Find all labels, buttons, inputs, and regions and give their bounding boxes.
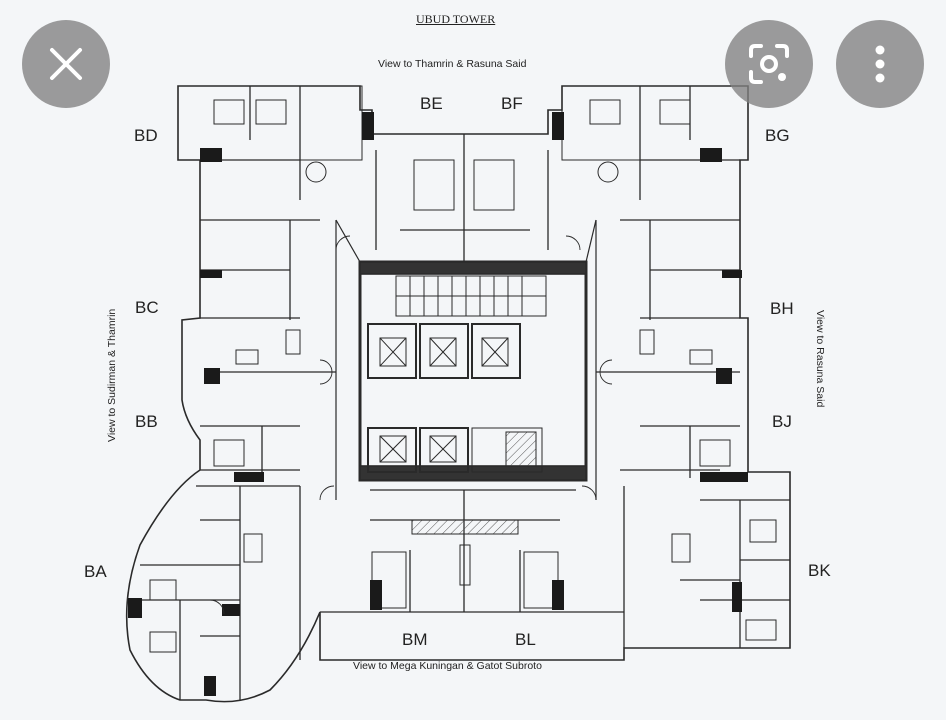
- unit-label-ba: BA: [84, 562, 107, 581]
- unit-label-be: BE: [420, 94, 443, 113]
- unit-label-bg: BG: [765, 126, 790, 145]
- unit-label-bj: BJ: [772, 412, 792, 431]
- unit-label-bk: BK: [808, 561, 831, 580]
- unit-label-bd: BD: [134, 126, 158, 145]
- unit-label-bm: BM: [402, 630, 428, 649]
- unit-label-bl: BL: [515, 630, 536, 649]
- more-options-button[interactable]: [836, 20, 924, 108]
- plan-title: UBUD TOWER: [416, 12, 496, 26]
- visual-search-icon: [749, 44, 789, 84]
- view-label-top: View to Thamrin & Rasuna Said: [378, 58, 527, 70]
- unit-label-bh: BH: [770, 299, 794, 318]
- unit-label-bf: BF: [501, 94, 523, 113]
- view-label-bottom: View to Mega Kuningan & Gatot Subroto: [353, 660, 542, 672]
- view-label-left: View to Sudirman & Thamrin: [106, 308, 118, 442]
- unit-label-bb: BB: [135, 412, 158, 431]
- unit-label-bc: BC: [135, 298, 159, 317]
- close-button[interactable]: [22, 20, 110, 108]
- close-icon: [50, 48, 82, 80]
- view-label-right: View to Rasuna Said: [814, 310, 826, 408]
- visual-search-button[interactable]: [725, 20, 813, 108]
- more-vert-icon: [875, 45, 885, 83]
